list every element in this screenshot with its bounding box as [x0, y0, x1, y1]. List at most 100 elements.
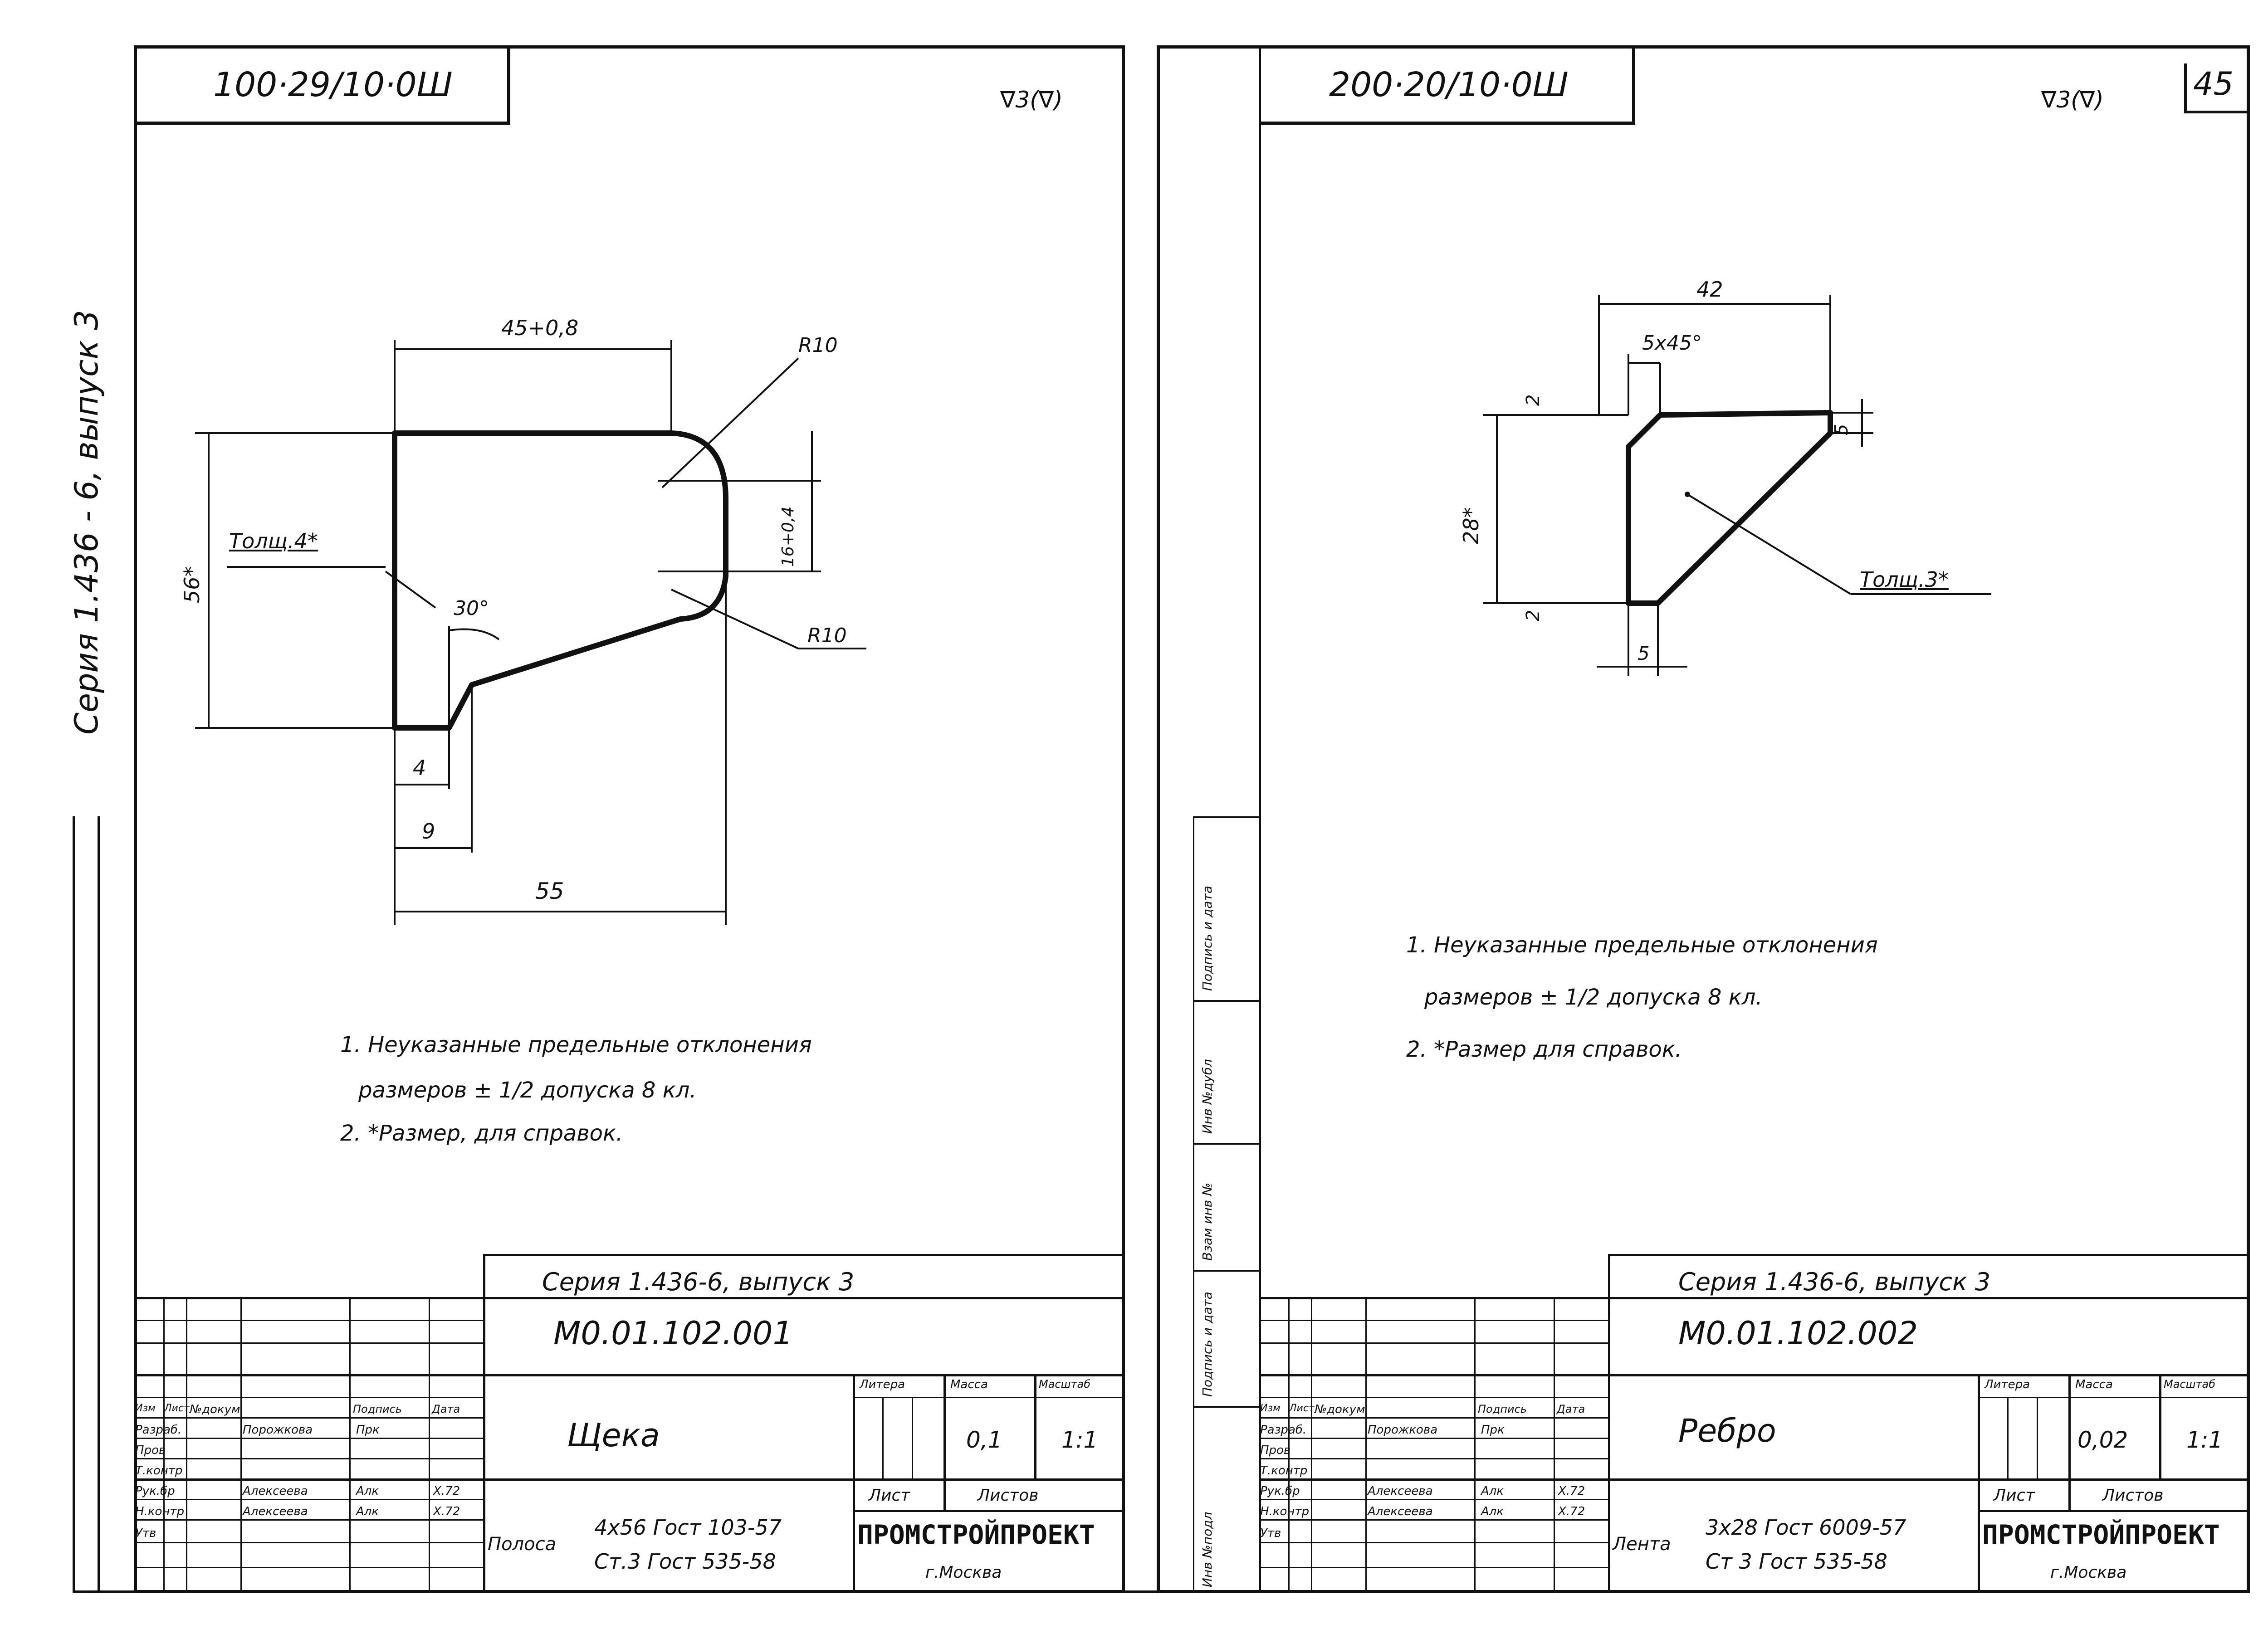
- sheet1-side-strip: [98, 816, 134, 1592]
- sheet2-part-outline: [1626, 410, 1833, 606]
- sheet1-tb-row-name: Алексеева: [243, 1505, 308, 1518]
- sheet2-tb-series: Серия 1.436-6, выпуск 3: [1678, 1268, 1991, 1296]
- sheet1-dim-radius-bottom: R10: [807, 624, 847, 647]
- sheet1-tb-org: ПРОМСТРОЙПРОЕКТ: [857, 1519, 1095, 1550]
- sheet2-tb-row-sign: Прк: [1481, 1423, 1505, 1437]
- sheet1-tb-row-sign: Алк: [356, 1484, 379, 1498]
- sheet1-dim-55: 55: [535, 878, 564, 904]
- sheet1-tb-row-name: Порожкова: [243, 1423, 313, 1437]
- sheet1-tb-hdr-list2: Лист: [164, 1403, 190, 1414]
- sheet1-tb-material-2: Ст.3 Гост 535-58: [594, 1549, 776, 1574]
- sheet2-note-3: 2. *Размер для справок.: [1406, 1037, 1682, 1062]
- sheet2-tb-hdr-listov: Листов: [2102, 1486, 2164, 1505]
- sheet2-tb-hdr-massa: Масса: [2075, 1378, 2113, 1391]
- sheet2-dim-height: 28*: [1459, 507, 1483, 544]
- sheet2-tb-row-role: Рук.бр: [1260, 1484, 1300, 1498]
- sheet2-tb-row-role: Разраб.: [1260, 1423, 1307, 1437]
- sheet2-code-box: [1259, 45, 1635, 125]
- sheet2-dim-2-top: 2: [1523, 394, 1544, 406]
- sheet1-frame: [134, 45, 1125, 1593]
- sheet1-tb-hdr-data: Дата: [432, 1403, 460, 1415]
- sheet1-dim-radius-top: R10: [798, 334, 838, 357]
- sheet2-tb-hdr-list: Лист: [1994, 1486, 2035, 1505]
- sheet1-tb-hdr-litera: Литера: [860, 1378, 905, 1391]
- sheet2-tb-row-role: Т.контр: [1260, 1464, 1308, 1478]
- sheet1-tb-row-role: Рук.бр: [135, 1484, 175, 1498]
- sheet2-tb-hdr-podp: Подпись: [1478, 1403, 1527, 1415]
- sheet1-tb-hdr-izm: Изм: [135, 1403, 156, 1414]
- sheet1-tb-hdr-masshtab: Масштаб: [1039, 1378, 1091, 1390]
- sheet1-tb-row-sign: Алк: [356, 1505, 379, 1518]
- sheet1-tb-row-name: Алексеева: [243, 1484, 308, 1498]
- sheet2-tb-hdr-list2: Лист: [1289, 1403, 1315, 1414]
- sheet1-dim-angle: 30°: [454, 597, 489, 620]
- sheet1-tb-scale: 1:1: [1061, 1427, 1098, 1453]
- sheet2-code-top: 200·20/10·0Ш: [1329, 65, 1569, 104]
- sheet1-tb-hdr-list: Лист: [869, 1486, 910, 1505]
- sheet1-tb-hdr-podp: Подпись: [353, 1403, 402, 1415]
- sheet1-tb-material-1: 4х56 Гост 103-57: [594, 1515, 782, 1540]
- sheet1-note-3: 2. *Размер, для справок.: [340, 1121, 623, 1146]
- sheet1-tb-hdr-listov: Листов: [978, 1486, 1039, 1505]
- sheet1-tb-material-prefix: Полоса: [488, 1534, 557, 1555]
- sheet1-surface-mark: ∇3(∇): [1000, 87, 1063, 113]
- sheet2-note-1: 1. Неуказанные предельные отклонения: [1406, 932, 1878, 958]
- sheet1-tb-mass: 0,1: [966, 1427, 1002, 1453]
- sheet2-tb-row-date: Х.72: [1558, 1484, 1585, 1498]
- sheet1-tb-row-role: Пров: [135, 1444, 166, 1457]
- sheet1-dim-thickness: Толщ.4*: [229, 529, 318, 553]
- sheet1-code-box: [134, 45, 510, 125]
- sheet2-tb-material-prefix: Лента: [1613, 1534, 1671, 1555]
- sheet2-tb-row-role: Утв: [1260, 1527, 1281, 1540]
- sheet1-tb-hdr-massa: Масса: [950, 1378, 988, 1391]
- sheet1-tb-row-date: Х.72: [433, 1505, 460, 1518]
- sheet2-dim-5-right: 5: [1831, 424, 1852, 435]
- outer-left-border: [73, 816, 75, 1593]
- sheet1-tb-row-sign: Прк: [356, 1423, 380, 1437]
- sheet1-tb-row-date: Х.72: [433, 1484, 460, 1498]
- sheet2-tb-org: ПРОМСТРОЙПРОЕКТ: [1982, 1519, 2220, 1550]
- sheet2-tb-hdr-data: Дата: [1557, 1403, 1585, 1415]
- sheet1-tb-row-role: Разраб.: [135, 1423, 182, 1437]
- sheet2-tb-city: г.Москва: [2050, 1563, 2127, 1582]
- sheet2-tb-mass: 0,02: [2077, 1427, 2128, 1453]
- sheet1-tb-hdr-ndok: №докум: [190, 1403, 240, 1416]
- sheet1-note-2: размеров ± 1/2 допуска 8 кл.: [358, 1078, 697, 1103]
- sheet2-tb-row-date: Х.72: [1558, 1505, 1585, 1518]
- sheet1-tb-doc-code: М0.01.102.001: [553, 1315, 793, 1352]
- sheet2-dim-5-bottom: 5: [1637, 642, 1650, 664]
- sheet2-tb-hdr-izm: Изм: [1260, 1403, 1281, 1414]
- sheet2-note-2: размеров ± 1/2 допуска 8 кл.: [1424, 985, 1763, 1010]
- sheet2-tb-hdr-litera: Литера: [1984, 1378, 2030, 1391]
- sheet2-tb-row-sign: Алк: [1481, 1484, 1504, 1498]
- sheet1-tb-top: [483, 1254, 1125, 1256]
- sheet1-tb-row-role: Н.контр: [135, 1505, 185, 1518]
- sheet2-tb-row-sign: Алк: [1481, 1505, 1504, 1518]
- sheet1-dim-4: 4: [413, 756, 426, 780]
- sheet1-dim-top-width: 45+0,8: [501, 316, 579, 340]
- sheet2-tb-hdr-masshtab: Масштаб: [2164, 1378, 2216, 1390]
- sheet2-dim-chamfer: 5х45°: [1642, 332, 1702, 355]
- sheet2-tb-scale: 1:1: [2186, 1427, 2223, 1453]
- sheet1-part-outline: [392, 430, 728, 731]
- sheet2-tb-hdr-ndok: №докум: [1315, 1403, 1365, 1416]
- sheet2-tb-row-role: Н.контр: [1260, 1505, 1310, 1518]
- sheet1-tb-series: Серия 1.436-6, выпуск 3: [542, 1268, 855, 1296]
- sheet1-tb-name: Щека: [567, 1417, 660, 1454]
- sheet2-tb-doc-code: М0.01.102.002: [1678, 1315, 1918, 1352]
- sheet2-tb-row-name: Алексеева: [1368, 1484, 1433, 1498]
- sheet2-page-number-box: [2184, 63, 2250, 113]
- sheet2-dim-thickness: Толщ.3*: [1860, 567, 1949, 592]
- sheet1-tb-row-role: Т.контр: [135, 1464, 183, 1478]
- sheet1-tb-row-role: Утв: [135, 1527, 156, 1540]
- sheet2-tb-row-name: Порожкова: [1368, 1423, 1438, 1437]
- sheet2-tb-row-role: Пров: [1260, 1444, 1291, 1457]
- sheet2-tb-name: Ребро: [1678, 1412, 1776, 1449]
- sheet2-dim-2-bottom: 2: [1523, 610, 1544, 621]
- sheet2-frame: [1157, 45, 2250, 1593]
- sheet2-inner-left-border: [1259, 45, 1261, 1593]
- sheet2-surface-mark: ∇3(∇): [2041, 87, 2104, 113]
- sheet1-code-top: 100·29/10·0Ш: [213, 65, 453, 104]
